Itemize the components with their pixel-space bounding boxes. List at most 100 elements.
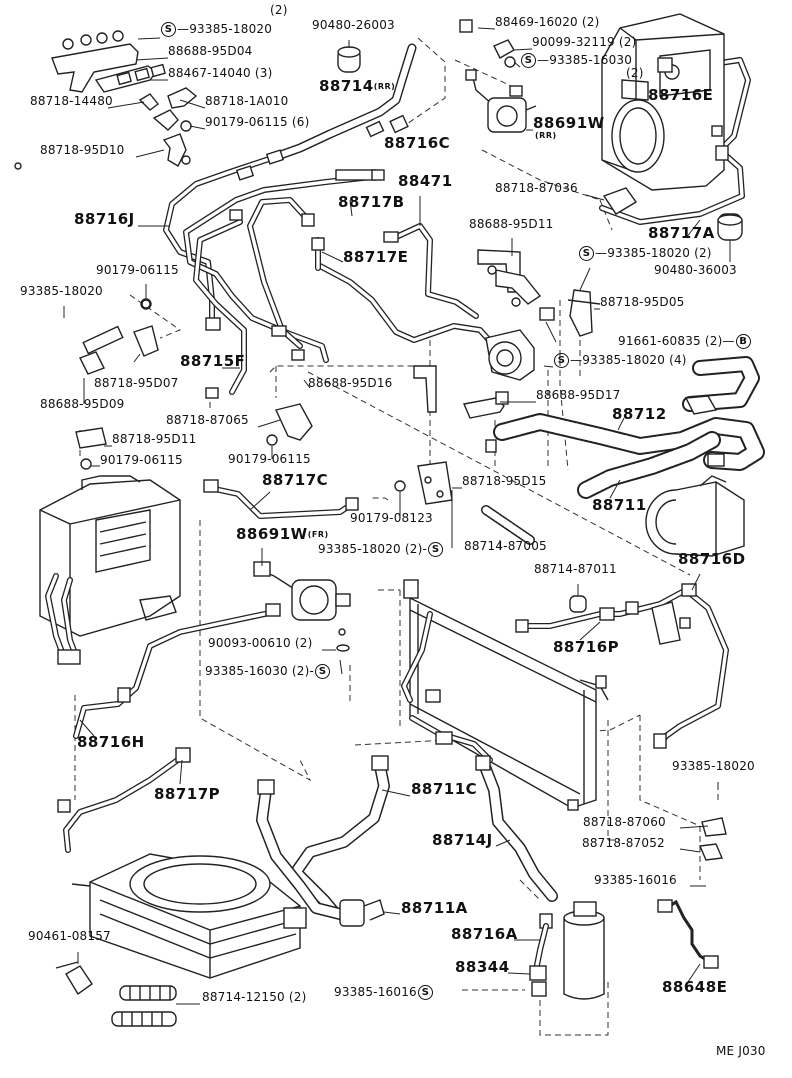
part-number-text: 88344 — [455, 958, 510, 976]
part-number-text: 90179-06115 — [100, 453, 183, 467]
part-number-text: 88716C — [384, 134, 451, 152]
part-number-text: 88648E — [662, 978, 728, 996]
part-label-l63: 88344 — [455, 959, 510, 976]
part-label-l15: 88691W(RR) — [533, 115, 605, 140]
part-label-l59: 93385-16016 — [594, 873, 677, 887]
part-label-l44: 88691W(FR) — [236, 526, 329, 543]
part-label-l56: 88718-87060 — [583, 815, 666, 829]
part-label-l12: 90099-32119 (2) — [532, 35, 637, 49]
part-number-text: 93385-16030 (2)- — [205, 664, 315, 678]
part-label-l53: 93385-18020 — [672, 759, 755, 773]
part-label-l19: 88716J — [74, 211, 135, 228]
part-label-l47: 88716D — [678, 551, 746, 568]
symbol-s-icon: S — [161, 22, 176, 37]
part-label-l33: 88688-95D17 — [536, 388, 620, 402]
part-number-text: 88712 — [612, 405, 667, 423]
part-label-l11: 88469-16020 (2) — [495, 15, 600, 29]
part-label-l39: 90179-06115 — [100, 453, 183, 467]
part-number-text: 88718-87052 — [582, 836, 665, 850]
part-label-l54: 88711C — [411, 781, 477, 798]
part-number-text: 88714 — [319, 77, 374, 95]
part-label-l27: 88718-95D05 — [600, 295, 684, 309]
part-label-l22: 88717E — [343, 249, 408, 266]
part-label-l07: 88718-95D10 — [40, 143, 124, 157]
part-number-text: 88467-14040 (3) — [168, 66, 273, 80]
part-label-l35: 88718-87065 — [166, 413, 249, 427]
part-label-l17: 88718-87036 — [495, 181, 578, 195]
rubber-sleeves — [111, 985, 177, 1027]
part-label-l36: 88712 — [612, 406, 667, 423]
part-number-text: 88717B — [338, 193, 405, 211]
part-label-l37: 88718-95D11 — [112, 432, 196, 446]
part-label-l28: 91661-60835 (2)—B — [618, 334, 752, 349]
part-number-text: 93385-16030 — [549, 53, 633, 67]
symbol-s-icon: S — [417, 985, 433, 1000]
part-label-l51: 93385-16030 (2)-S — [205, 664, 331, 679]
part-label-l06: 90179-06115 (6) — [205, 115, 310, 129]
leader-lines — [63, 27, 731, 1005]
part-label-l64: 88648E — [662, 979, 727, 996]
part-label-l24: 90480-36003 — [654, 263, 737, 277]
rr-evaporator-unit — [601, 13, 743, 241]
part-number-text: 88718-87036 — [495, 181, 578, 195]
part-label-l05: 88718-1A010 — [205, 94, 288, 108]
part-label-l18: 88717B — [338, 194, 405, 211]
receiver-drier — [529, 901, 605, 1000]
front-heater-unit — [39, 475, 181, 665]
part-label-l08: 90480-26003 — [312, 18, 395, 32]
part-label-l34: 88688-95D09 — [40, 397, 124, 411]
part-number-text: 93385-18020 — [189, 22, 273, 36]
part-label-l45: 93385-18020 (2)-S — [318, 542, 444, 557]
symbol-s-icon: S — [521, 53, 536, 68]
part-label-l46: 88714-87005 — [464, 539, 547, 553]
part-number-text: 88714-87005 — [464, 539, 547, 553]
part-number-text: 90099-32119 (2) — [532, 35, 637, 49]
lower-hoses — [256, 755, 558, 973]
part-number-text: 88716E — [648, 86, 714, 104]
middle-brackets — [75, 249, 601, 505]
part-number-text: 90179-06115 — [228, 452, 311, 466]
part-number-text: 88688-95D16 — [308, 376, 393, 390]
part-number-text: 88688-95D04 — [168, 44, 253, 58]
part-number-text: 88469-16020 (2) — [495, 15, 600, 29]
top-left-bracket-group — [14, 30, 198, 170]
quantity-note: (2) — [626, 66, 644, 80]
part-number-text: 88718-87065 — [166, 413, 249, 427]
part-number-text: 88714J — [432, 831, 493, 849]
part-number-text: 88691W — [533, 114, 605, 132]
position-note: (RR) — [535, 131, 557, 140]
part-number-text: 88718-95D15 — [462, 474, 547, 488]
part-number-text: 88688-95D11 — [469, 217, 554, 231]
part-number-text: 88716D — [678, 550, 746, 568]
part-label-l66: 88714-12150 (2) — [202, 990, 307, 1004]
part-label-l49: 90093-00610 (2) — [208, 636, 313, 650]
part-number-text: 88718-95D11 — [112, 432, 197, 446]
part-number-text: 88716H — [77, 733, 145, 751]
part-label-l52: 88716H — [77, 734, 145, 751]
rr-expansion-valve — [459, 19, 537, 133]
front-lower-pipes — [57, 479, 359, 853]
symbol-b-icon: B — [735, 334, 751, 349]
condenser — [401, 579, 609, 811]
part-number-text: 88714-87011 — [534, 562, 617, 576]
part-number-text: 88718-14480 — [30, 94, 113, 108]
part-label-l02: 88688-95D04 — [168, 44, 252, 58]
part-number-text: 93385-16016 — [334, 985, 417, 999]
part-number-text: 88714-12150 (2) — [202, 990, 307, 1004]
diagram-code: ME J030 — [716, 1044, 766, 1058]
part-number-text: 90179-06115 — [96, 263, 179, 277]
part-label-l38: 90179-06115 — [228, 452, 311, 466]
part-label-l58: 88718-87052 — [582, 836, 665, 850]
part-number-text: 88715F — [180, 352, 246, 370]
part-number-text: 90480-36003 — [654, 263, 737, 277]
part-label-l61: 90461-08157 — [28, 929, 111, 943]
part-number-text: 88691W — [236, 525, 308, 543]
part-number-text: 88718-95D07 — [94, 376, 179, 390]
part-label-l31: 88718-95D07 — [94, 376, 178, 390]
part-label-l32: 88688-95D16 — [308, 376, 392, 390]
part-number-text: 88718-87060 — [583, 815, 666, 829]
part-number-text: 88717E — [343, 248, 409, 266]
